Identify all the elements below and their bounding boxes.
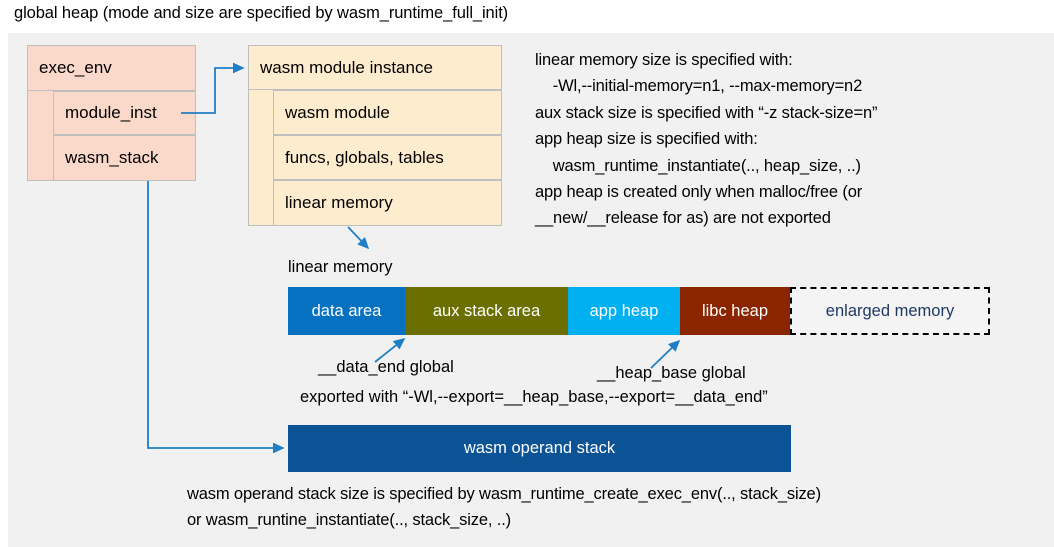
page-title: global heap (mode and size are specified… (14, 4, 509, 22)
annotation-data-end: __data_end global (318, 358, 454, 376)
memory-segment-enlarged-memory: enlarged memory (790, 287, 990, 335)
memory-segment-data-area: data area (288, 287, 405, 335)
linear-memory-label: linear memory (288, 258, 393, 276)
wasm-module-instance-header: wasm module instance (248, 45, 502, 90)
wasm-module-instance-row-linear-memory: linear memory (273, 180, 502, 226)
operand-stack-note: wasm operand stack size is specified by … (187, 485, 821, 529)
wasm-module-instance-row-wasm-module: wasm module (273, 90, 502, 135)
annotation-heap-base: __heap_base global (597, 364, 746, 382)
exec-env-row-module-inst: module_inst (53, 91, 196, 135)
memory-segment-app-heap: app heap (568, 287, 680, 335)
memory-segment-libc-heap: libc heap (680, 287, 790, 335)
wasm-module-instance-row-funcs-globals-tables: funcs, globals, tables (273, 135, 502, 180)
exec-env-row-wasm-stack: wasm_stack (53, 135, 196, 181)
exec-env-header: exec_env (27, 45, 196, 91)
annotation-exported-with: exported with “-Wl,--export=__heap_base,… (300, 388, 768, 406)
wasm-operand-stack-box: wasm operand stack (288, 425, 791, 472)
memory-segment-aux-stack-area: aux stack area (405, 287, 568, 335)
linear-memory-notes: linear memory size is specified with: -W… (535, 51, 878, 228)
